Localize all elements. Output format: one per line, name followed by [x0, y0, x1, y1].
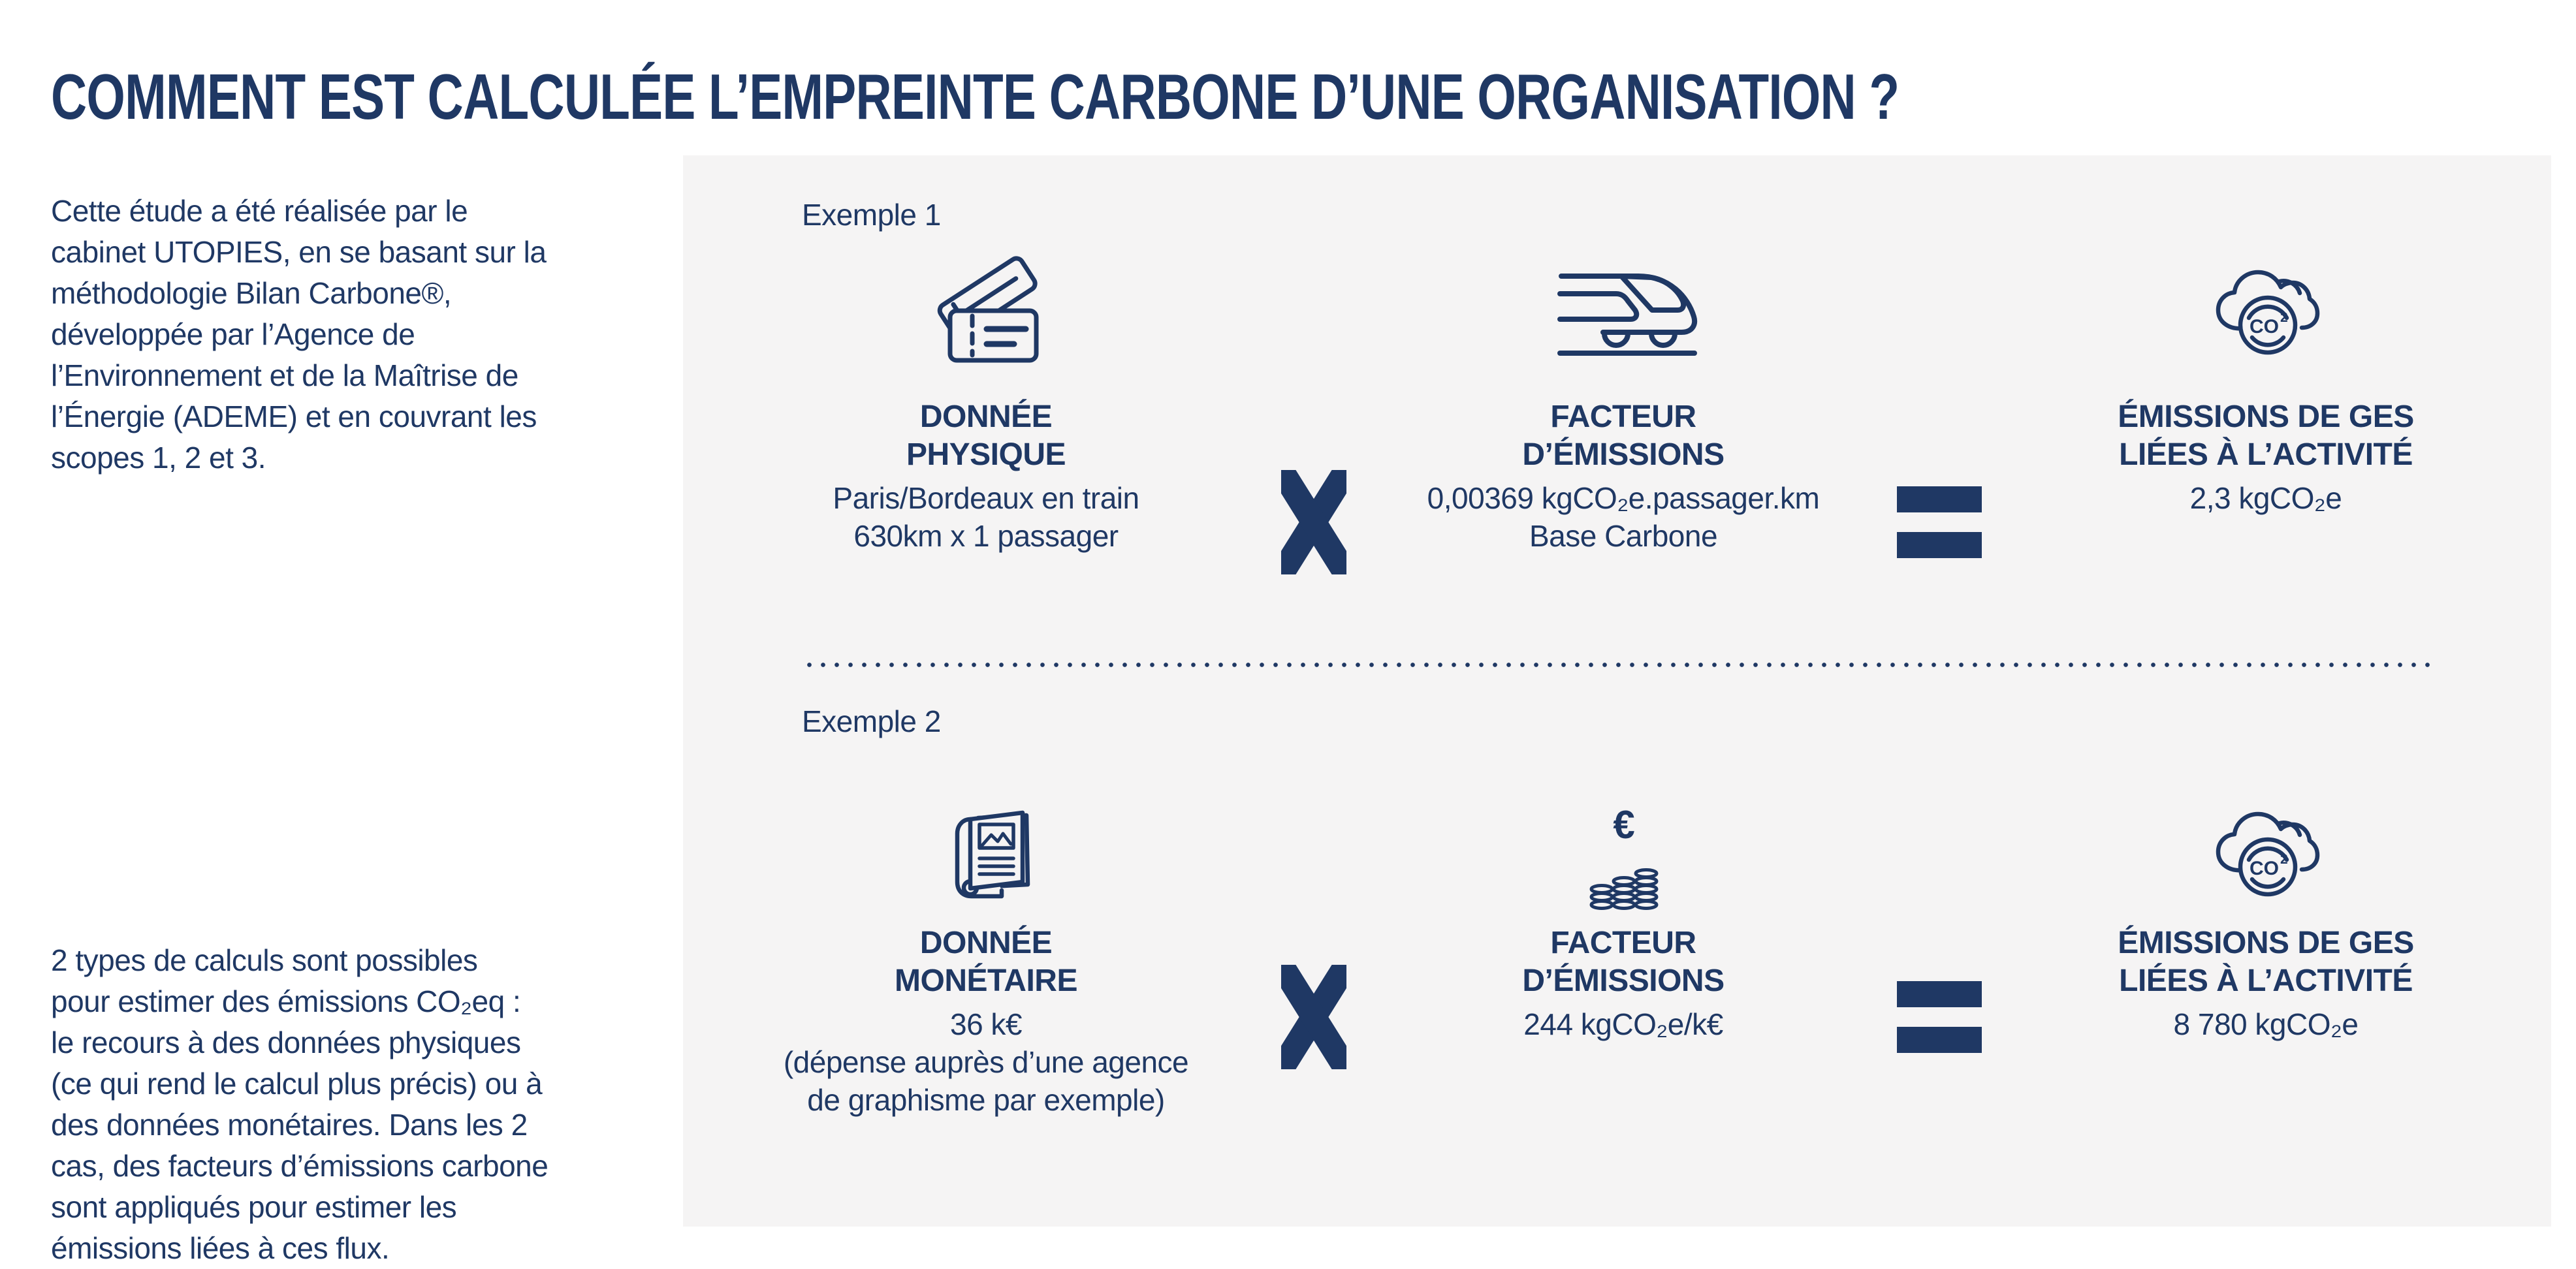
intro-paragraph: Cette étude a été réalisée par le cabine…: [51, 194, 547, 475]
operand-detail: 36 k€ (dépense auprès d’une agence de gr…: [783, 1007, 1189, 1117]
multiply-icon: [1281, 470, 1346, 574]
operand-emission-factor: FACTEUR D’ÉMISSIONS 244 kgCO₂e/k€: [1362, 924, 1884, 1043]
operand-detail: 244 kgCO₂e/k€: [1523, 1007, 1723, 1041]
page-title: COMMENT EST CALCULÉE L’EMPREINTE CARBONE…: [51, 60, 1900, 133]
operand-detail: 0,00369 kgCO₂e.passager.km Base Carbone: [1427, 481, 1820, 553]
euro-symbol: €: [1613, 803, 1634, 847]
result-ghg-emissions: ÉMISSIONS DE GES LIÉES À L’ACTIVITÉ 2,3 …: [2037, 398, 2494, 517]
equals-icon: [1897, 486, 1982, 558]
multiply-icon: [1281, 965, 1346, 1069]
operand-detail: Paris/Bordeaux en train 630km x 1 passag…: [833, 481, 1139, 553]
result-detail: 2,3 kgCO₂e: [2189, 481, 2342, 515]
co2-text: CO: [2250, 316, 2279, 337]
example-2-label: Exemple 2: [802, 704, 941, 738]
result-detail: 8 780 kgCO₂e: [2173, 1007, 2359, 1041]
co2-cloud-icon: CO 2: [2216, 811, 2320, 897]
euro-coins-icon: €: [1589, 803, 1659, 910]
operand-title: FACTEUR D’ÉMISSIONS: [1522, 400, 1725, 472]
operand-monetary-data: DONNÉE MONÉTAIRE 36 k€ (dépense auprès d…: [757, 924, 1215, 1119]
co2-text: CO: [2250, 858, 2279, 879]
operand-physical-data: DONNÉE PHYSIQUE Paris/Bordeaux en train …: [757, 398, 1215, 555]
operand-title: DONNÉE PHYSIQUE: [906, 400, 1066, 472]
method-paragraph: 2 types de calculs sont possibles pour e…: [51, 943, 549, 1265]
co2-cloud-icon: CO 2: [2216, 270, 2320, 355]
operand-title: FACTEUR D’ÉMISSIONS: [1522, 926, 1725, 998]
operand-title: DONNÉE MONÉTAIRE: [895, 926, 1077, 998]
result-title: ÉMISSIONS DE GES LIÉES À L’ACTIVITÉ: [2118, 926, 2414, 998]
example-1-label: Exemple 1: [802, 198, 941, 232]
high-speed-train-icon: [1557, 274, 1697, 356]
result-title: ÉMISSIONS DE GES LIÉES À L’ACTIVITÉ: [2118, 400, 2414, 472]
result-ghg-emissions: ÉMISSIONS DE GES LIÉES À L’ACTIVITÉ 8 78…: [2037, 924, 2494, 1043]
magazine-icon: [955, 810, 1030, 899]
equals-icon: [1897, 981, 1982, 1053]
examples-panel: Exemple 1: [683, 155, 2551, 1227]
train-tickets-icon: [937, 256, 1039, 363]
co2-superscript: 2: [2280, 310, 2288, 325]
co2-superscript: 2: [2280, 852, 2288, 867]
operand-emission-factor: FACTEUR D’ÉMISSIONS 0,00369 kgCO₂e.passa…: [1362, 398, 1884, 555]
dotted-divider: [803, 662, 2438, 668]
